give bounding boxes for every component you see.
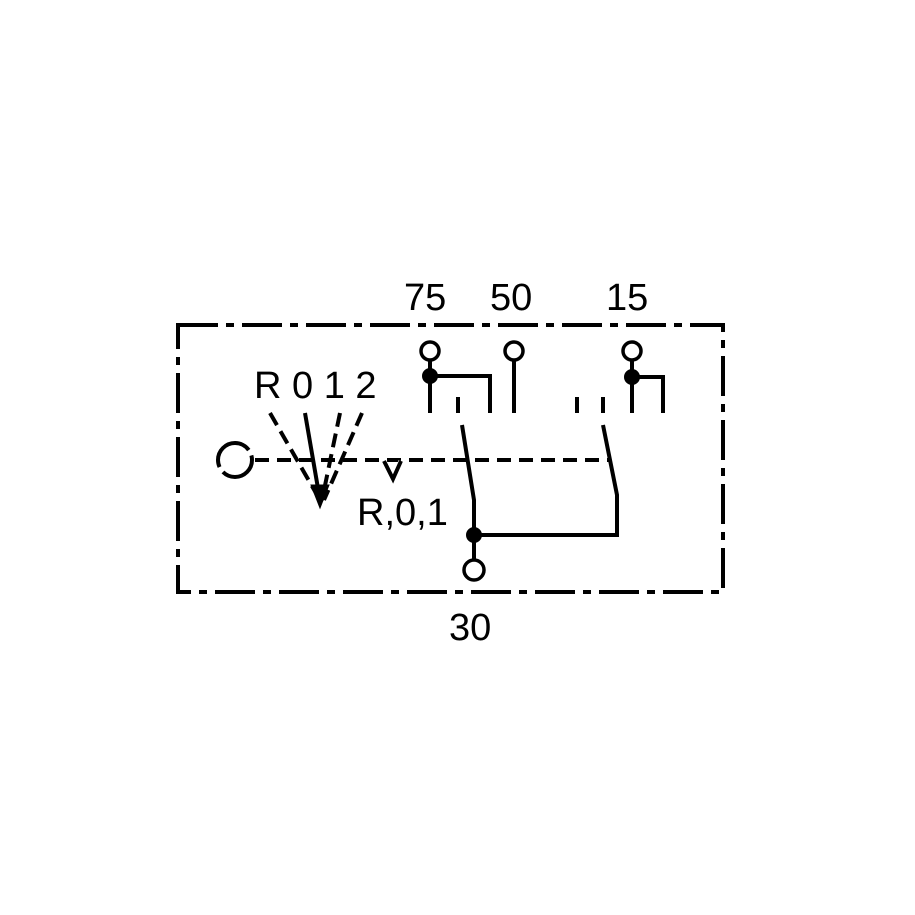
terminal-30: [462, 558, 486, 582]
label-15: 15: [606, 277, 648, 319]
detent-notch: [382, 460, 403, 484]
housing-border: [176, 323, 725, 594]
label-30: 30: [449, 607, 491, 649]
contact-label: R,0,1: [357, 492, 448, 534]
positions-label: R 0 1 2: [254, 365, 377, 407]
terminal-15: [621, 340, 665, 413]
switch-blades: [460, 424, 619, 582]
label-75: 75: [404, 277, 446, 319]
terminal-50: [503, 340, 525, 413]
terminal-75: [419, 340, 492, 413]
key-knob: [216, 441, 254, 479]
label-50: 50: [490, 277, 532, 319]
position-arrows: [268, 412, 364, 510]
